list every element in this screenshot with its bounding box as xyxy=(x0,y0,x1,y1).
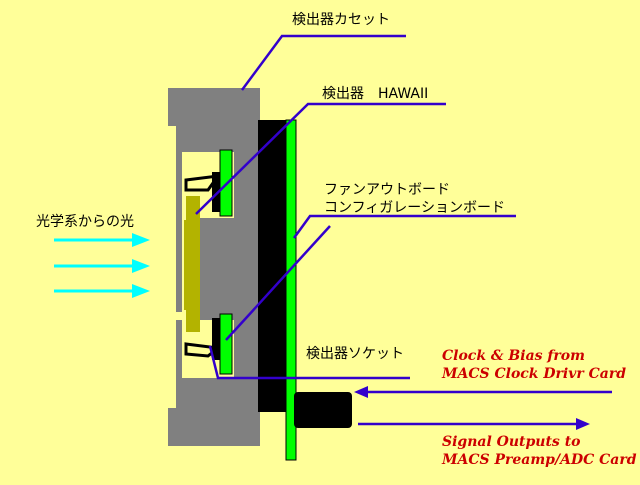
detector-label: 検出器 HAWAII xyxy=(322,86,429,102)
light-label: 光学系からの光 xyxy=(36,214,134,230)
signal-arrows xyxy=(354,386,612,430)
socket-leader-line xyxy=(208,345,410,380)
fanout-strip-lower xyxy=(219,313,233,375)
signal-label-line2: MACS Preamp/ADC Card xyxy=(442,452,637,468)
incoming-light-arrows xyxy=(54,233,150,298)
cassette-housing xyxy=(168,88,260,446)
cassette-label: 検出器カセット xyxy=(292,12,390,28)
socket-strip-upper xyxy=(212,172,220,212)
clock-label-line1: Clock & Bias from xyxy=(442,348,585,364)
socket-label: 検出器ソケット xyxy=(306,346,404,362)
detector-leader-line xyxy=(195,102,446,215)
cassette-leader-line xyxy=(240,34,406,91)
connector xyxy=(294,392,352,428)
configuration-board xyxy=(258,120,286,412)
clock-label-line2: MACS Clock Drivr Card xyxy=(442,366,626,382)
fanout-leader-line xyxy=(292,214,516,239)
detector-chip xyxy=(184,196,200,332)
fanout-label-line1: ファンアウトボード xyxy=(324,182,450,198)
leader-lines xyxy=(195,34,516,380)
configuration-leader-line xyxy=(225,225,331,341)
signal-label-line1: Signal Outputs to xyxy=(442,434,581,450)
socket-strip-lower xyxy=(212,318,220,360)
fanout-label-line2: コンフィガレーションボード xyxy=(324,200,506,216)
